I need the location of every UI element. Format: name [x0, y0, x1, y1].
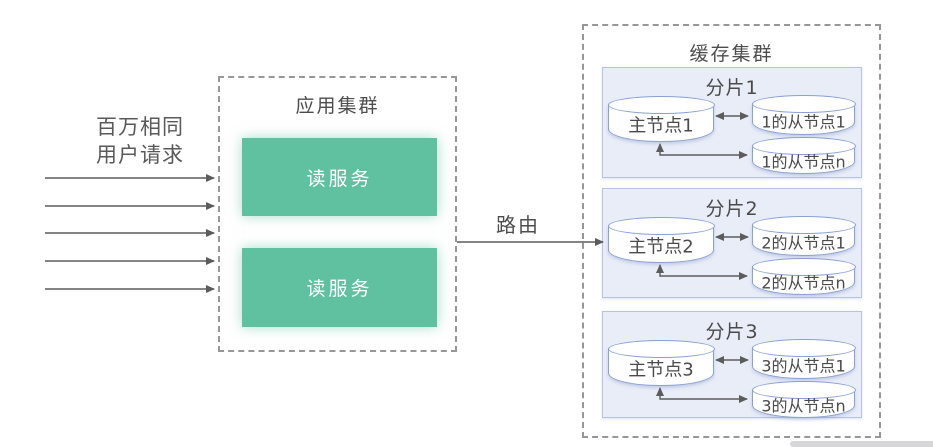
slave-node-2-1-label: 2的从节点1: [761, 232, 846, 252]
master-node-3-label: 主节点3: [628, 359, 694, 381]
shard-1-title: 分片1: [705, 77, 759, 99]
master-node-2-label: 主节点2: [628, 236, 694, 258]
read-service-box-2: 读服务: [242, 248, 437, 327]
user-requests-label: 百万相同 用户请求: [96, 115, 184, 167]
slave-node-2-n-cylinder: 2的从节点n: [751, 258, 856, 295]
master-node-3-cylinder: 主节点3: [607, 340, 715, 386]
master-node-2-cylinder: 主节点2: [607, 217, 715, 263]
cache-cluster-box: 缓存集群 分片1 主节点1 1的从节点1 1的从节点n 分片2 主节点2 2的从…: [582, 24, 881, 438]
slave-node-2-n-label: 2的从节点n: [761, 273, 846, 293]
app-cluster-title: 应用集群: [295, 95, 380, 117]
app-cluster-box: 应用集群 读服务 读服务: [218, 76, 457, 352]
shard-1-box: 分片1 主节点1 1的从节点1 1的从节点n: [602, 67, 862, 178]
horizontal-scrollbar[interactable]: [790, 441, 933, 447]
route-label: 路由: [496, 213, 540, 237]
slave-node-3-1-cylinder: 3的从节点1: [751, 339, 856, 379]
slave-node-1-1-cylinder: 1的从节点1: [751, 95, 856, 135]
shard-3-box: 分片3 主节点3 3的从节点1 3的从节点n: [602, 311, 862, 418]
slave-node-3-n-cylinder: 3的从节点n: [751, 381, 856, 418]
slave-node-3-n-label: 3的从节点n: [761, 396, 846, 416]
shard-2-title: 分片2: [705, 198, 759, 220]
cache-cluster-title: 缓存集群: [689, 43, 774, 65]
slave-node-1-n-label: 1的从节点n: [761, 152, 846, 172]
shard-3-title: 分片3: [705, 321, 759, 343]
master-node-1-label: 主节点1: [628, 115, 694, 137]
master-node-1-cylinder: 主节点1: [607, 96, 715, 142]
slave-node-1-1-label: 1的从节点1: [761, 111, 846, 131]
slave-node-2-1-cylinder: 2的从节点1: [751, 216, 856, 256]
read-service-box-1: 读服务: [242, 138, 437, 216]
shard-2-box: 分片2 主节点2 2的从节点1 2的从节点n: [602, 188, 862, 298]
slave-node-3-1-label: 3的从节点1: [761, 355, 846, 375]
slave-node-1-n-cylinder: 1的从节点n: [751, 137, 856, 174]
